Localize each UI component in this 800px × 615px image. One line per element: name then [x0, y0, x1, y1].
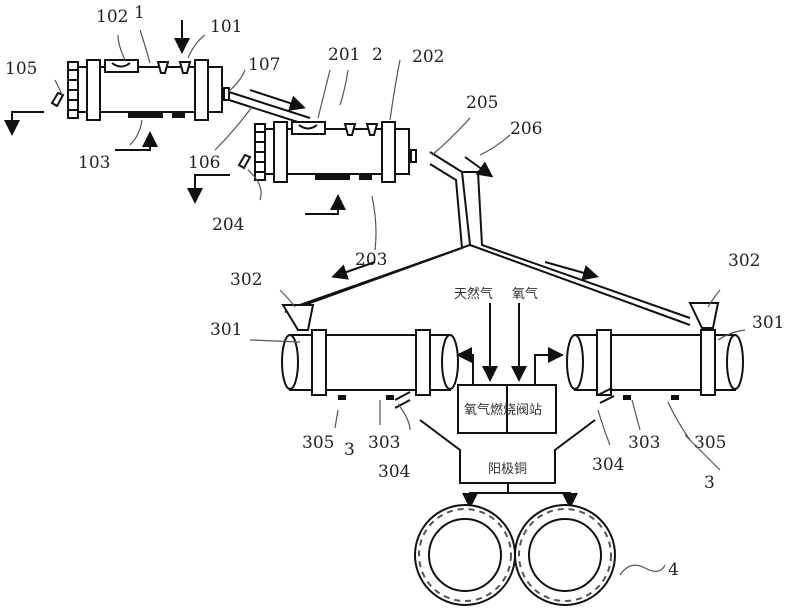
- anode-mold-wheel-1: [414, 504, 516, 606]
- hopper-left: [281, 304, 315, 331]
- chute-206-left: [284, 151, 472, 313]
- label-2: 2: [372, 45, 383, 65]
- label-3-right: 3: [704, 473, 715, 493]
- label-105: 105: [5, 59, 37, 79]
- oxygen-label: 氧气: [512, 286, 538, 302]
- air-arrow-2: [305, 194, 346, 215]
- slag-arrow-1: [4, 111, 44, 136]
- furnace-1: [51, 59, 230, 121]
- transfer-pipe-107: [228, 91, 311, 125]
- anode-furnace-left: [281, 329, 459, 401]
- label-302-right: 302: [728, 251, 760, 271]
- air-arrow-1: [115, 131, 158, 151]
- label-304-right: 304: [592, 455, 624, 475]
- hopper-right: [688, 302, 720, 329]
- label-106: 106: [188, 153, 220, 173]
- label-103: 103: [78, 153, 110, 173]
- natural-gas-label: 天然气: [454, 286, 493, 302]
- label-203: 203: [355, 250, 387, 270]
- label-202: 202: [412, 47, 444, 67]
- label-205: 205: [466, 93, 498, 113]
- label-206: 206: [510, 119, 542, 139]
- label-4: 4: [668, 560, 679, 580]
- flow-arrow: [331, 261, 376, 280]
- label-1: 1: [134, 3, 145, 23]
- label-303-right: 303: [628, 433, 660, 453]
- label-301-left: 301: [210, 320, 242, 340]
- label-305-left: 305: [302, 433, 334, 453]
- label-302-left: 302: [230, 270, 262, 290]
- label-102: 102: [96, 7, 128, 27]
- anode-copper-label: 阳极铜: [488, 462, 527, 477]
- chute-206-right: [462, 171, 691, 326]
- flow-arrow: [464, 156, 494, 178]
- chute-304-right: [597, 387, 615, 404]
- label-3-left: 3: [344, 440, 355, 460]
- label-301-right: 301: [752, 313, 784, 333]
- slag-arrow-2: [187, 174, 230, 204]
- label-107: 107: [248, 55, 280, 75]
- valve-station-label: 氧气燃烧阀站: [464, 402, 542, 418]
- flow-arrow: [544, 261, 599, 281]
- flow-arrow: [249, 89, 306, 111]
- furnace-2: [238, 121, 417, 183]
- label-204: 204: [212, 215, 244, 235]
- chute-304-left: [394, 391, 411, 409]
- label-101: 101: [210, 17, 242, 37]
- anode-furnace-right: [566, 329, 744, 401]
- label-304-left: 304: [378, 462, 410, 482]
- anode-mold-wheel-2: [514, 504, 616, 606]
- label-305-right: 305: [694, 433, 726, 453]
- label-201: 201: [328, 45, 360, 65]
- label-303-left: 303: [368, 433, 400, 453]
